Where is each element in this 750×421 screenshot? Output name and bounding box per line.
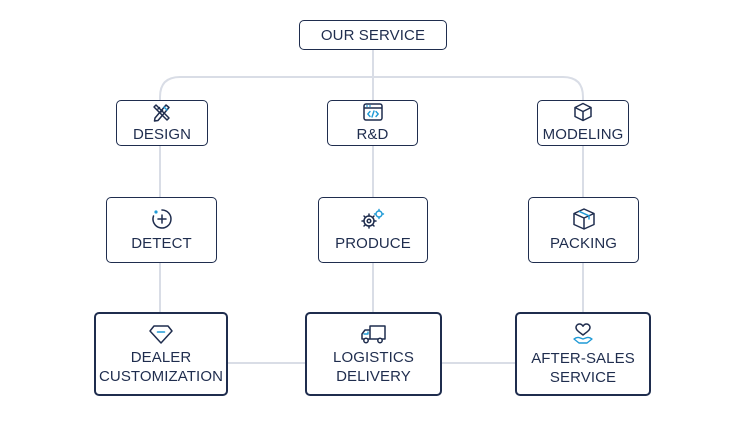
code-window-icon: [362, 103, 383, 121]
node-design: DESIGN: [116, 100, 208, 146]
node-rnd: R&D: [327, 100, 418, 146]
truck-icon: [360, 324, 386, 343]
node-dealer-customization: DEALER CUSTOMIZATION: [94, 312, 228, 396]
node-logistics-line1: LOGISTICS: [333, 348, 414, 366]
node-dealer-line2: CUSTOMIZATION: [98, 367, 224, 385]
package-box-icon: [572, 208, 595, 230]
node-detect-label: DETECT: [131, 235, 192, 252]
node-logistics-delivery: LOGISTICS DELIVERY: [305, 312, 442, 396]
node-after-sales-service: AFTER-SALES SERVICE: [515, 312, 651, 396]
node-dealer-line1: DEALER: [130, 348, 192, 366]
hand-heart-icon: [573, 322, 593, 344]
node-aftersales-line1: AFTER-SALES: [531, 349, 635, 367]
node-detect: DETECT: [106, 197, 217, 263]
pencil-ruler-icon: [153, 104, 170, 122]
node-design-label: DESIGN: [132, 126, 192, 143]
node-packing: PACKING: [528, 197, 639, 263]
connector-top-bus: [159, 76, 584, 100]
node-produce-label: PRODUCE: [335, 235, 411, 252]
node-logistics-line2: DELIVERY: [336, 367, 411, 385]
diamond-icon: [149, 324, 173, 344]
node-modeling-label: MODELING: [542, 126, 624, 143]
cube-icon: [574, 102, 592, 122]
node-modeling: MODELING: [537, 100, 629, 146]
node-aftersales-line2: SERVICE: [549, 368, 617, 386]
node-our-service-label: OUR SERVICE: [320, 26, 426, 44]
node-our-service: OUR SERVICE: [299, 20, 447, 50]
node-packing-label: PACKING: [549, 235, 618, 252]
detect-scan-icon: [151, 209, 172, 229]
gears-icon: [361, 208, 385, 229]
node-produce: PRODUCE: [318, 197, 428, 263]
node-rnd-label: R&D: [356, 126, 389, 143]
